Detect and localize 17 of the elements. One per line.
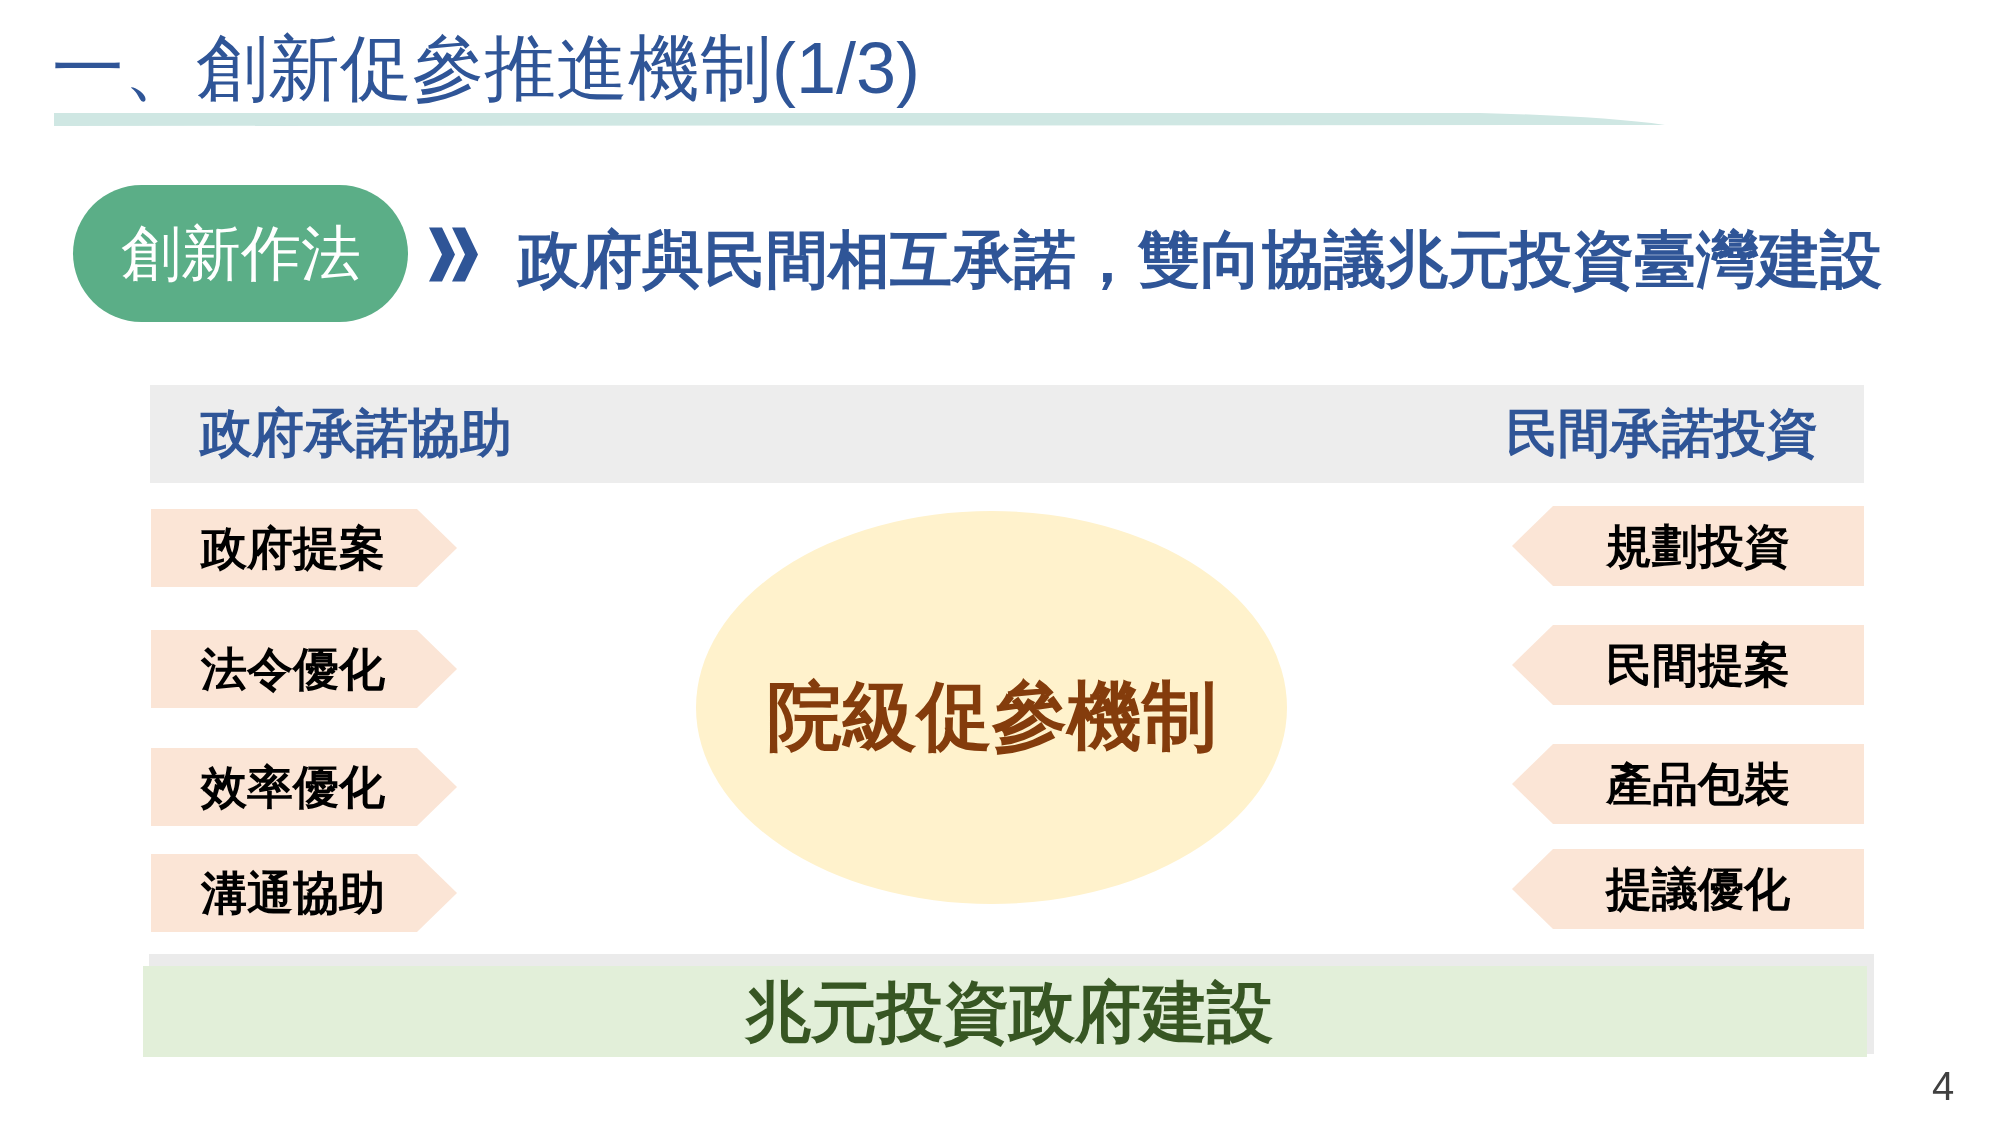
arrow-tag: 產品包裝 [1512, 744, 1864, 824]
arrow-tag: 政府提案 [151, 509, 457, 587]
column-heading: 民間承諾投資 [1506, 404, 1818, 464]
pill-tag: 創新作法 [73, 185, 408, 322]
column-heading: 政府承諾協助 [200, 404, 512, 464]
arrow-tag: 法令優化 [151, 630, 457, 708]
slide-title: 一、創新促參推進機制(1/3) [52, 27, 921, 110]
page-number: 4 [1932, 1064, 1955, 1108]
arrow-tag: 效率優化 [151, 748, 457, 826]
arrow-tag: 民間提案 [1512, 625, 1864, 705]
footer-band: 兆元投資政府建設 [143, 954, 1874, 1057]
arrow-tag: 規劃投資 [1512, 506, 1864, 586]
arrow-tag: 提議優化 [1512, 849, 1864, 929]
center-ellipse: 院級促參機制 [696, 511, 1287, 904]
chevron-arrow [429, 227, 478, 282]
arrow-tag: 溝通協助 [151, 854, 457, 932]
headline-text: 政府與民間相互承諾，雙向協議兆元投資臺灣建設 [518, 222, 1882, 298]
